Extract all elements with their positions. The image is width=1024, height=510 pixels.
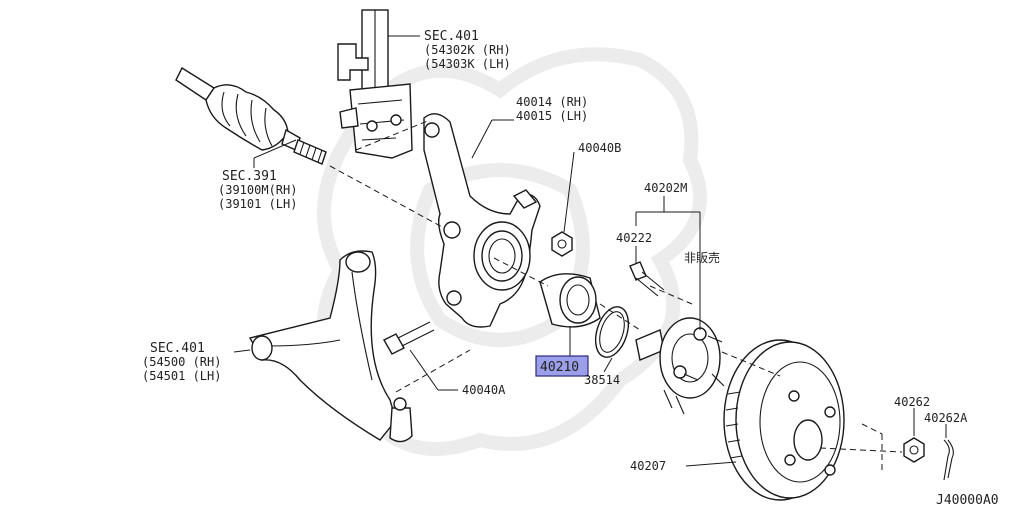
label-not-sold: 非販売: [684, 250, 720, 265]
label-sec401-top: SEC.401: [424, 29, 479, 44]
label-39100m: (39100M(RH): [218, 183, 297, 197]
nut-40040b: [551, 231, 573, 257]
label-sec391: SEC.391: [222, 169, 277, 184]
leader-lines: [233, 35, 947, 467]
drive-shaft: [175, 66, 327, 165]
label-40040b: 40040B: [578, 141, 621, 155]
label-40222: 40222: [616, 231, 652, 245]
label-54501: (54501 (LH): [142, 369, 221, 383]
label-40015: 40015 (LH): [516, 109, 588, 123]
label-54500: (54500 (RH): [142, 355, 221, 369]
lower-control-arm: [248, 250, 413, 443]
label-40014: 40014 (RH): [516, 95, 588, 109]
label-40207: 40207: [630, 459, 666, 473]
steering-knuckle: [423, 113, 541, 328]
label-40262: 40262: [894, 395, 930, 409]
label-54302k: (54302K (RH): [424, 43, 511, 57]
snap-ring: [594, 306, 630, 358]
bolt-40222: [629, 261, 665, 297]
callout-sec401-arm: SEC.401 (54500 (RH) (54501 (LH): [142, 341, 221, 383]
callout-sec401-strut: SEC.401 (54302K (RH) (54303K (LH): [424, 29, 511, 71]
strut-assembly: [337, 9, 413, 159]
label-40202m: 40202M: [644, 181, 687, 195]
label-40210: 40210: [540, 360, 579, 375]
brake-rotor: [723, 339, 845, 501]
label-40262a: 40262A: [924, 411, 968, 425]
label-sec401-arm: SEC.401: [150, 341, 205, 356]
label-38514: 38514: [584, 373, 620, 387]
callout-40210-highlighted: 40210: [535, 355, 589, 377]
label-40040a: 40040A: [462, 383, 506, 397]
diagram-code: J40000A0: [936, 493, 999, 508]
nut-40262: [903, 437, 925, 463]
callout-knuckle: 40014 (RH) 40015 (LH): [516, 95, 588, 123]
assembly-lines: [329, 119, 903, 470]
label-39101: (39101 (LH): [218, 197, 297, 211]
wheel-bearing: [539, 273, 601, 328]
callout-drive-shaft: SEC.391 (39100M(RH) (39101 (LH): [218, 169, 297, 211]
highlight-box-40210: [535, 355, 589, 377]
cotter-pin-40262a: [943, 439, 954, 481]
bolt-40040a: [383, 321, 435, 355]
label-54303k: (54303K (LH): [424, 57, 511, 71]
